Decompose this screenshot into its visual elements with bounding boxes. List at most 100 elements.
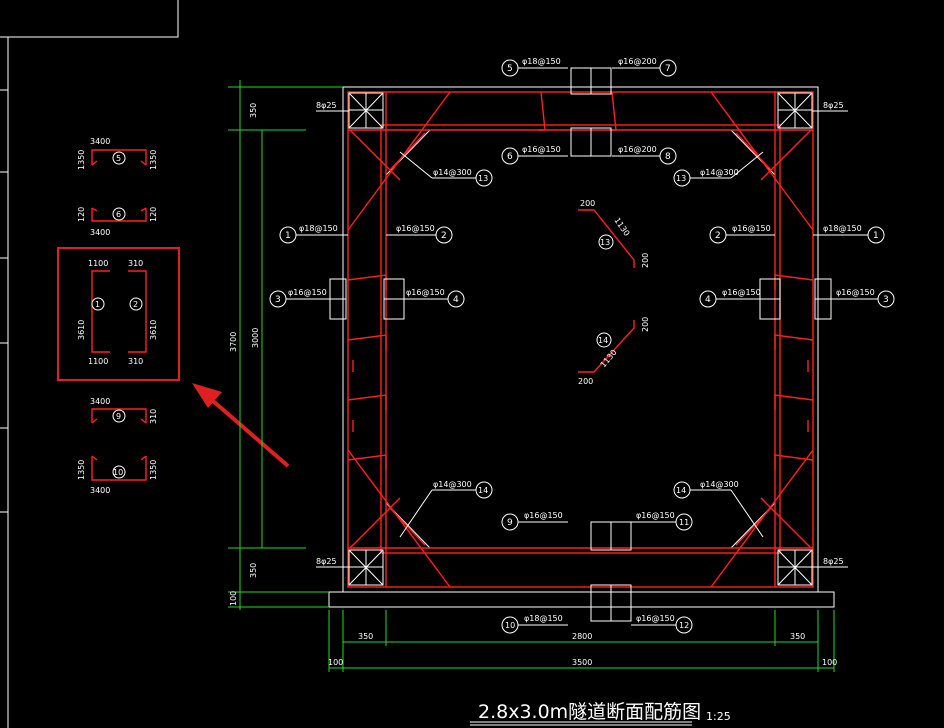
callout-14l-id: 14 — [478, 486, 488, 495]
bar9-id: 9 — [116, 412, 121, 421]
corner-tl-label: 8φ25 — [316, 101, 337, 110]
horizontal-dimensions: 350 2800 350 100 3500 100 — [328, 610, 837, 672]
bar10-left-label: 1350 — [77, 460, 86, 480]
bar2-side-label: 3610 — [149, 320, 158, 340]
bar13-d2: 1130 — [612, 216, 631, 238]
callout-2l-id: 2 — [441, 231, 447, 241]
callout-6-id: 6 — [507, 152, 513, 162]
rebar-detail-1-2: 1100 310 1100 310 3610 3610 1 2 — [77, 259, 158, 366]
bar10-length-label: 3400 — [90, 486, 110, 495]
bar2-id: 2 — [133, 300, 138, 309]
callout-9-id: 9 — [507, 518, 513, 528]
bar2-top-label: 310 — [128, 259, 143, 268]
bar6-left-label: 120 — [77, 207, 86, 222]
callout-3l-id: 3 — [275, 295, 281, 305]
callout-8-text: φ16@200 — [618, 145, 657, 154]
drawing-title-block: 2.8x3.0m隧道断面配筋图 1:25 — [470, 701, 731, 726]
rebar-detail-9: 3400 310 9 — [90, 397, 158, 424]
bar14-d3: 200 — [641, 317, 650, 332]
bar10-id: 10 — [113, 468, 123, 477]
callout-14r-text: φ14@300 — [700, 480, 739, 489]
drawing-scale: 1:25 — [706, 710, 731, 723]
bar13-d3: 200 — [641, 253, 650, 268]
bar13-id: 13 — [600, 238, 610, 247]
bar10-right-label: 1350 — [149, 460, 158, 480]
callout-14r-id: 14 — [676, 486, 686, 495]
corner-bar-labels: 8φ25 8φ25 8φ25 8φ25 — [316, 101, 848, 568]
bar13-d1: 200 — [580, 199, 595, 208]
bar5-length-label: 3400 — [90, 137, 110, 146]
bar6-right-label: 120 — [149, 207, 158, 222]
bar5-left-label: 1350 — [77, 150, 86, 170]
callout-13r-text: φ14@300 — [700, 168, 739, 177]
bar1-id: 1 — [95, 300, 100, 309]
callout-4r-id: 4 — [705, 295, 711, 305]
callout-12-text: φ16@150 — [636, 614, 675, 623]
dim-h100a: 100 — [328, 658, 343, 667]
callout-6-text: φ16@150 — [522, 145, 561, 154]
dim-v100: 100 — [229, 591, 238, 606]
bar9-length-label: 3400 — [90, 397, 110, 406]
drawing-title: 2.8x3.0m隧道断面配筋图 — [478, 701, 701, 723]
callout-1r-text: φ18@150 — [823, 224, 862, 233]
callout-10-text: φ18@150 — [524, 614, 563, 623]
dim-v350b: 350 — [249, 563, 258, 578]
dim-v3000: 3000 — [251, 328, 260, 348]
bar1-side-label: 3610 — [77, 320, 86, 340]
callout-11-id: 11 — [679, 518, 689, 527]
callout-13r-id: 13 — [676, 174, 686, 183]
callout-1l-id: 1 — [285, 231, 291, 241]
callout-3r-id: 3 — [883, 295, 889, 305]
bar14-id: 14 — [598, 336, 608, 345]
callout-10-id: 10 — [505, 621, 515, 630]
corner-br-label: 8φ25 — [823, 557, 844, 566]
callout-5-text: φ18@150 — [522, 57, 561, 66]
bar14-d1: 200 — [578, 377, 593, 386]
callout-13l-id: 13 — [478, 174, 488, 183]
callout-14l-text: φ14@300 — [433, 480, 472, 489]
callout-2r-id: 2 — [715, 231, 721, 241]
dim-h2800: 2800 — [572, 632, 592, 641]
callout-7-id: 7 — [665, 64, 671, 74]
rebar-detail-10: 1350 1350 3400 10 — [77, 455, 158, 495]
bar1-bottom-label: 1100 — [88, 357, 108, 366]
dim-h100b: 100 — [822, 658, 837, 667]
callouts: 5 φ18@150 7 φ16@200 6 φ16@150 8 φ16@200 … — [269, 57, 895, 634]
callout-7-text: φ16@200 — [618, 57, 657, 66]
bar13-detail: 200 1130 200 13 — [578, 199, 650, 268]
red-arrow-icon — [192, 383, 290, 468]
bar5-right-label: 1350 — [149, 150, 158, 170]
callout-4r-text: φ16@150 — [722, 288, 761, 297]
vertical-dimensions: 350 3000 3700 350 100 — [228, 80, 343, 610]
callout-3r-text: φ16@150 — [836, 288, 875, 297]
callout-1r-id: 1 — [873, 231, 879, 241]
rebar-detail-5: 3400 1350 1350 5 — [77, 137, 158, 170]
callout-4l-text: φ16@150 — [406, 288, 445, 297]
rebar-detail-6: 120 120 3400 6 — [77, 207, 158, 237]
bar6-id: 6 — [116, 210, 121, 219]
bar6-length-label: 3400 — [90, 228, 110, 237]
bar14-detail: 200 1130 200 14 — [578, 317, 650, 386]
highlight-box — [57, 247, 180, 381]
drawing-frame — [0, 0, 179, 728]
callout-11-text: φ16@150 — [636, 511, 675, 520]
dim-h350b: 350 — [790, 632, 805, 641]
dim-v3700: 3700 — [229, 332, 238, 352]
callout-4l-id: 4 — [453, 295, 459, 305]
callout-9-text: φ16@150 — [524, 511, 563, 520]
callout-2l-text: φ16@150 — [396, 224, 435, 233]
callout-2r-text: φ16@150 — [732, 224, 771, 233]
corner-bl-label: 8φ25 — [316, 557, 337, 566]
callout-1l-text: φ18@150 — [299, 224, 338, 233]
bar9-right-label: 310 — [149, 409, 158, 424]
callout-12-id: 12 — [679, 621, 689, 630]
bar2-bottom-label: 310 — [128, 357, 143, 366]
callout-5-id: 5 — [507, 64, 513, 74]
dim-h3500: 3500 — [572, 658, 592, 667]
tunnel-section — [328, 67, 835, 622]
corner-tr-label: 8φ25 — [823, 101, 844, 110]
bar5-id: 5 — [116, 154, 121, 163]
callout-3l-text: φ16@150 — [288, 288, 327, 297]
dim-h350a: 350 — [358, 632, 373, 641]
